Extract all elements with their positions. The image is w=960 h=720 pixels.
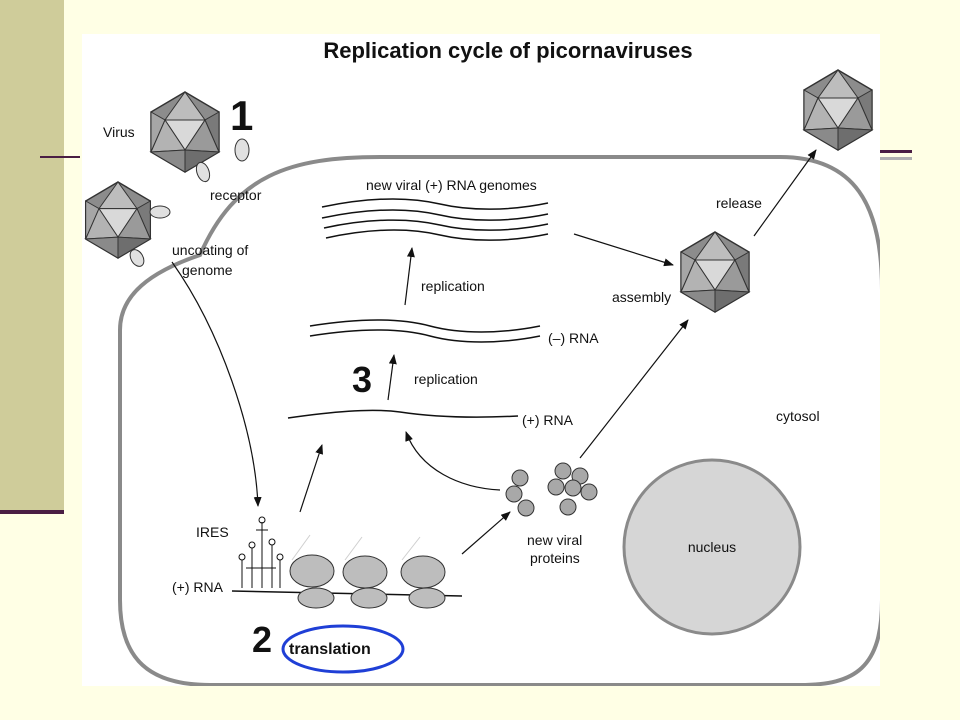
virus-label: Virus xyxy=(103,124,135,140)
flow-arrows xyxy=(171,149,817,555)
receptor-icon xyxy=(149,205,171,219)
arrow-proteins-to-assembly xyxy=(579,319,689,459)
step-2-label: 2 xyxy=(252,619,272,660)
step-1-label: 1 xyxy=(230,92,253,139)
assembled-virus-icon xyxy=(680,231,750,313)
decorative-line-left xyxy=(40,156,80,158)
plus-rna-strand xyxy=(287,409,519,419)
proteins-label: proteins xyxy=(530,550,580,566)
new-proteins-label: new viral xyxy=(527,532,582,548)
receptor-icon xyxy=(129,249,145,267)
new-genomes-label: new viral (+) RNA genomes xyxy=(366,177,537,193)
arrow-to-proteins xyxy=(461,511,511,555)
translation-highlight xyxy=(281,624,405,674)
replication-top-label: replication xyxy=(421,278,485,294)
arrow-to-assembly xyxy=(573,233,674,267)
nascent-chains xyxy=(291,534,421,561)
nucleus-label: nucleus xyxy=(688,539,736,555)
minus-rna-strands xyxy=(309,319,541,343)
assembly-label: assembly xyxy=(612,289,671,305)
viral-protein-icons xyxy=(505,462,598,517)
arrow-replication-mid xyxy=(387,354,397,401)
translation-label: translation xyxy=(289,641,371,658)
cytosol-label: cytosol xyxy=(776,408,820,424)
arrow-proteins-to-rna xyxy=(405,431,501,491)
receptor-icon xyxy=(195,161,211,183)
decorative-bars-right xyxy=(880,150,912,164)
virus-entering-icon xyxy=(84,181,152,259)
receptor-label: receptor xyxy=(210,187,262,203)
nucleus-shape xyxy=(622,458,802,636)
ribosome-icons xyxy=(289,554,446,609)
picornavirus-diagram: Replication cycle of picornaviruses 1 3 … xyxy=(84,38,880,686)
side-divider xyxy=(0,510,64,514)
uncoating-label: uncoating of xyxy=(172,242,248,258)
arrow-uncoating xyxy=(171,261,262,507)
side-bar xyxy=(0,0,64,510)
genome-label: genome xyxy=(182,262,233,278)
virus-icon xyxy=(150,91,220,173)
new-rna-genomes xyxy=(321,198,549,241)
step-3-label: 3 xyxy=(352,359,372,400)
plus-rna-label: (+) RNA xyxy=(522,412,574,428)
cell-membrane xyxy=(118,155,880,686)
minus-rna-label: (–) RNA xyxy=(548,330,599,346)
receptor-icon xyxy=(234,138,250,162)
replication-mid-label: replication xyxy=(414,371,478,387)
bottom-rna-label: (+) RNA xyxy=(172,579,224,595)
release-label: release xyxy=(716,195,762,211)
diagram-title: Replication cycle of picornaviruses xyxy=(323,38,692,63)
ires-structure-icon xyxy=(238,516,284,588)
ires-label: IRES xyxy=(196,524,229,540)
released-virus-icon xyxy=(803,69,873,151)
arrow-replication-top xyxy=(404,247,415,306)
arrow-to-rna xyxy=(299,444,323,513)
diagram-slide: Replication cycle of picornaviruses 1 3 … xyxy=(82,34,880,686)
arrow-release xyxy=(753,149,817,237)
